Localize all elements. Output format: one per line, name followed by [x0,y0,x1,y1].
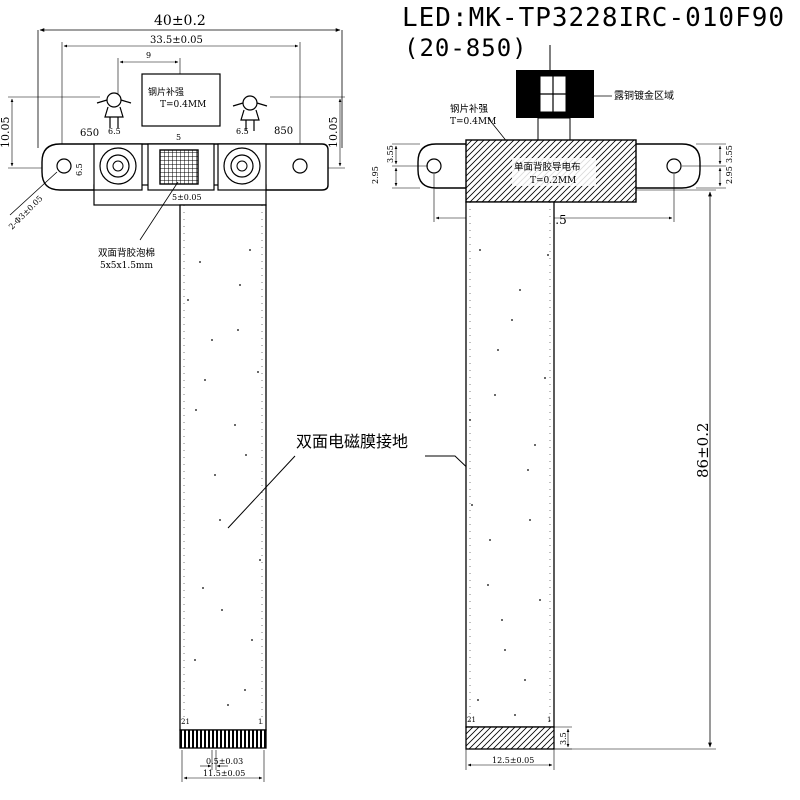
conductive-label-2: T=0.2MM [530,176,576,186]
texture-dot [494,394,496,396]
led-label-850: 850 [274,126,293,137]
texture-dot [214,474,216,476]
dim-connector-width-left: 11.5±0.05 [203,769,245,778]
texture-dot [469,419,471,421]
dim-3-5: 3.5 [559,732,568,745]
emi-leader-left [227,455,296,529]
led-component-right [223,147,261,185]
sensor-grid [159,149,199,185]
texture-dot [219,519,221,521]
steel-label-right-1: 钢片补强 [450,103,489,115]
dim-2-95-left: 2.95 [371,166,380,184]
dim-3-55-left: 3.55 [386,145,395,163]
led-label-650: 650 [80,128,99,139]
mount-hole-left [56,158,72,174]
led-850-icon [232,95,268,131]
dim-10-05-left: 10.05 [0,117,12,149]
dim-bottom-center: 5±0.05 [172,193,202,202]
texture-dot [195,409,197,411]
steel-label-right-2: T=0.4MM [450,117,496,127]
dim-5: 5 [176,133,181,142]
gold-area-label: 露铜镀金区域 [614,89,674,102]
texture-dot [204,379,206,381]
led-model-text: LED:MK-TP3228IRC-010F90 [402,3,785,33]
texture-dot [257,371,259,373]
foam-label-1: 双面背胶泡棉 [98,247,155,259]
texture-dot [501,619,503,621]
texture-dot [239,284,241,286]
dim-6-5-left: 6.5 [108,127,121,136]
texture-dot [237,329,239,331]
steel-label-left-1: 钢片补强 [148,86,184,98]
right-view: 露铜镀金区域 钢片补强 T=0.4MM 单面背胶导电布 T=0.2MM 3.55… [371,70,734,770]
texture-dot [539,599,541,601]
pin-21-left: 21 [181,718,190,726]
texture-dot [511,319,513,321]
flex-tail-left [179,204,267,731]
dim-width-overall: 40±0.2 [154,13,206,29]
texture-dot [544,377,546,379]
emi-film-texture [187,249,549,716]
texture-dot [221,609,223,611]
dim-6-5-right: 6.5 [236,127,249,136]
texture-dot [527,469,529,471]
dim-length-total: 86±0.2 [694,422,712,478]
dim-10-05-right: 10.05 [327,117,340,149]
dim-2-95-right: 2.95 [725,166,734,184]
texture-dot [514,714,516,716]
texture-dot [471,504,473,506]
texture-dot [194,659,196,661]
pin-21-right: 21 [467,716,476,724]
texture-dot [234,424,236,426]
led-650-icon [96,92,132,128]
dim-connector-width-right: 12.5±0.05 [492,756,534,765]
texture-dot [249,249,251,251]
left-view: 40±0.2 33.5±0.05 9 钢片补强 T=0.4MM 10.05 10… [0,13,345,782]
conductive-label-1: 单面背胶导电布 [514,161,581,173]
texture-dot [211,339,213,341]
texture-dot [199,261,201,263]
steel-stiffener-left [141,73,221,127]
mount-hole-right-right [666,158,682,174]
texture-dot [244,689,246,691]
mount-hole-right-left [426,158,442,174]
texture-dot [487,584,489,586]
foam-label-2: 5x5x1.5mm [100,261,153,271]
texture-dot [259,559,261,561]
steel-label-left-2: T=0.4MM [160,100,206,110]
pin-1-left: 1 [258,718,262,726]
dim-pitch: 0.5±0.03 [206,757,243,766]
texture-dot [497,349,499,351]
texture-dot [504,649,506,651]
texture-dot [227,704,229,706]
led-component-left [99,147,137,185]
dim-3-55-right: 3.55 [725,145,734,163]
texture-dot [187,299,189,301]
emi-film-note: 双面电磁膜接地 [296,432,408,451]
texture-dot [251,639,253,641]
dim-9: 9 [146,51,151,60]
connector-stiffener-right [465,726,555,750]
texture-dot [547,254,549,256]
texture-dot [524,679,526,681]
texture-dot [245,454,247,456]
texture-dot [519,289,521,291]
led-range-text: (20-850) [404,34,528,62]
pin-1-right: 1 [547,716,551,724]
texture-dot [529,519,531,521]
texture-dot [489,539,491,541]
connector-pins-left [179,729,267,749]
dim-width-holes: 33.5±0.05 [150,35,203,46]
mount-hole-right [292,158,308,174]
texture-dot [202,587,204,589]
dim-6-5-vertical: 6.5 [75,163,84,176]
texture-dot [477,699,479,701]
texture-dot [479,249,481,251]
flex-tail-right [465,201,555,728]
texture-dot [534,444,536,446]
